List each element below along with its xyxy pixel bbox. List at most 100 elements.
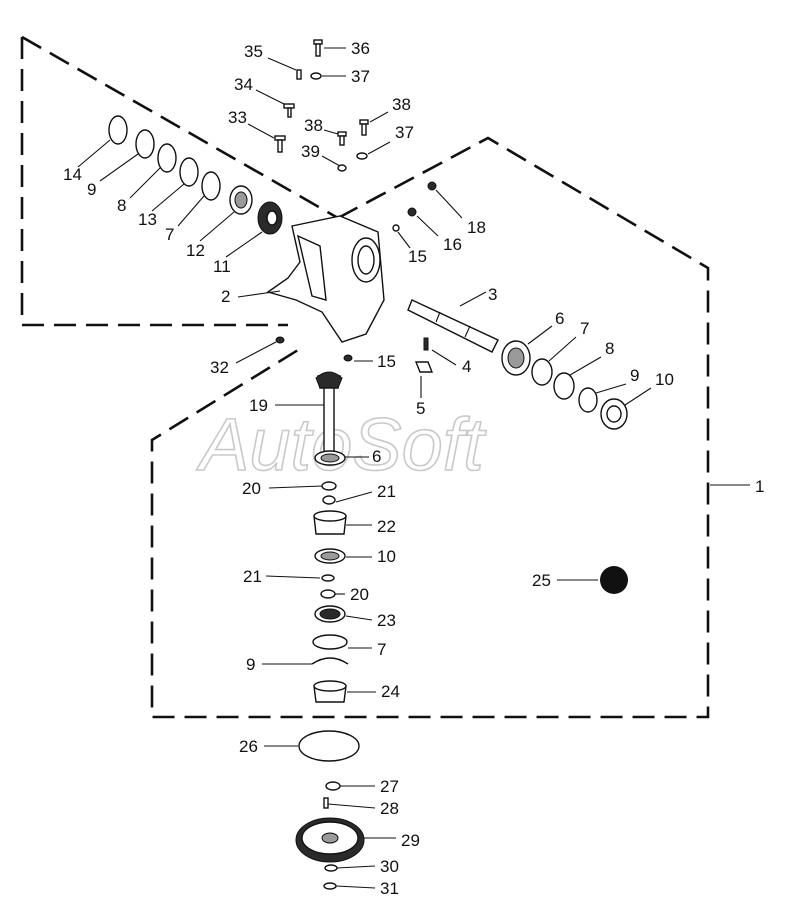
callout-leader-8 <box>569 356 602 376</box>
callout-label-14: 14 <box>63 165 82 184</box>
watermark-text: AutoSoft <box>196 403 487 486</box>
callout-label-5: 5 <box>416 399 425 418</box>
callout-label-34: 34 <box>234 75 253 94</box>
callout-leader-8 <box>129 167 161 199</box>
nut-part <box>427 181 437 191</box>
callout-leader-16 <box>416 215 439 237</box>
ring-part <box>157 143 177 173</box>
callout-label-8: 8 <box>605 339 614 358</box>
upper-assembly-boundary <box>20 35 339 327</box>
callout-label-30: 30 <box>380 857 399 876</box>
callout-leader-39 <box>321 155 341 167</box>
bearing-cup-part <box>313 680 347 703</box>
callout-label-7: 7 <box>377 640 386 659</box>
callout-label-39: 39 <box>301 142 320 161</box>
pin-part <box>323 797 329 809</box>
callout-label-13: 13 <box>138 210 157 229</box>
bolt-part <box>313 39 323 57</box>
shim-part <box>320 589 336 599</box>
callout-leader-30 <box>336 865 376 869</box>
callout-label-9: 9 <box>246 655 255 674</box>
seal-part <box>314 548 346 564</box>
callout-leader-2 <box>237 290 281 298</box>
input-shaft-part <box>407 299 499 353</box>
main-assembly-boundary <box>150 136 710 719</box>
callout-label-8: 8 <box>117 196 126 215</box>
callout-label-21: 21 <box>243 567 262 586</box>
callout-label-4: 4 <box>462 357 471 376</box>
callout-label-31: 31 <box>380 879 399 898</box>
key-part <box>423 337 429 351</box>
callout-label-23: 23 <box>377 611 396 630</box>
plug-part <box>392 224 400 232</box>
callout-leader-9 <box>99 153 139 182</box>
callout-label-26: 26 <box>239 737 258 756</box>
callout-leader-7 <box>548 336 577 362</box>
callout-label-1: 1 <box>755 477 764 496</box>
callout-leader-9 <box>595 383 627 394</box>
shim-part <box>321 481 337 491</box>
key-block-part <box>414 361 434 373</box>
plug-part <box>275 336 285 344</box>
callout-label-9: 9 <box>87 180 96 199</box>
callout-leader-33 <box>247 123 275 139</box>
callout-label-7: 7 <box>580 319 589 338</box>
shim-ring-part <box>553 372 575 400</box>
bearing-part <box>314 450 346 466</box>
callout-label-6: 6 <box>372 447 381 466</box>
callout-label-27: 27 <box>380 777 399 796</box>
callout-leader-28 <box>327 803 376 809</box>
drive-gear-part <box>295 817 365 863</box>
bearing-part <box>229 185 253 215</box>
nut-part <box>407 207 417 217</box>
callout-label-37: 37 <box>351 67 370 86</box>
bearing-part <box>314 605 346 623</box>
sealant-dot <box>600 566 628 594</box>
callout-leader-3 <box>459 291 487 307</box>
callout-label-10: 10 <box>377 547 396 566</box>
callout-leader-7 <box>177 195 205 227</box>
pin-part <box>296 69 302 80</box>
callout-label-32: 32 <box>210 358 229 377</box>
callout-leader-31 <box>335 885 376 889</box>
callout-leader-21 <box>265 575 321 579</box>
spacer-part <box>322 495 336 505</box>
callout-label-28: 28 <box>380 799 399 818</box>
ring-part <box>312 634 348 650</box>
callout-label-24: 24 <box>381 682 400 701</box>
callout-label-15: 15 <box>377 352 396 371</box>
screw-part <box>283 103 295 118</box>
cap-part <box>108 115 128 145</box>
callout-label-20: 20 <box>242 479 261 498</box>
plug-part <box>343 354 353 362</box>
callout-label-16: 16 <box>443 235 462 254</box>
callout-label-10: 10 <box>655 370 674 389</box>
callout-label-21: 21 <box>377 482 396 501</box>
callout-leader-23 <box>345 615 373 621</box>
callout-label-33: 33 <box>228 108 247 127</box>
callout-label-12: 12 <box>186 241 205 260</box>
callout-leader-13 <box>151 183 185 212</box>
callout-leader-35 <box>267 57 297 71</box>
callout-label-9: 9 <box>630 366 639 385</box>
shaft-bearing-part <box>501 340 531 376</box>
bevel-gear-part <box>257 201 283 235</box>
ring-part <box>323 882 337 890</box>
callout-leader-14 <box>77 139 111 168</box>
bearing-cup-part <box>313 510 347 535</box>
washer-part <box>337 164 347 172</box>
snap-ring-part <box>578 387 598 413</box>
callout-leader-37 <box>367 141 391 155</box>
callout-leader-21 <box>335 491 373 503</box>
callout-leader-10 <box>624 387 652 406</box>
pinion-shaft-part <box>315 371 343 455</box>
callout-label-29: 29 <box>401 831 420 850</box>
callout-label-19: 19 <box>249 396 268 415</box>
callout-leader-15 <box>397 231 411 249</box>
callout-leader-11 <box>225 231 263 258</box>
ring-part <box>201 171 221 201</box>
bolt-part <box>337 131 347 146</box>
callout-label-3: 3 <box>488 285 497 304</box>
ring-part <box>135 129 155 159</box>
